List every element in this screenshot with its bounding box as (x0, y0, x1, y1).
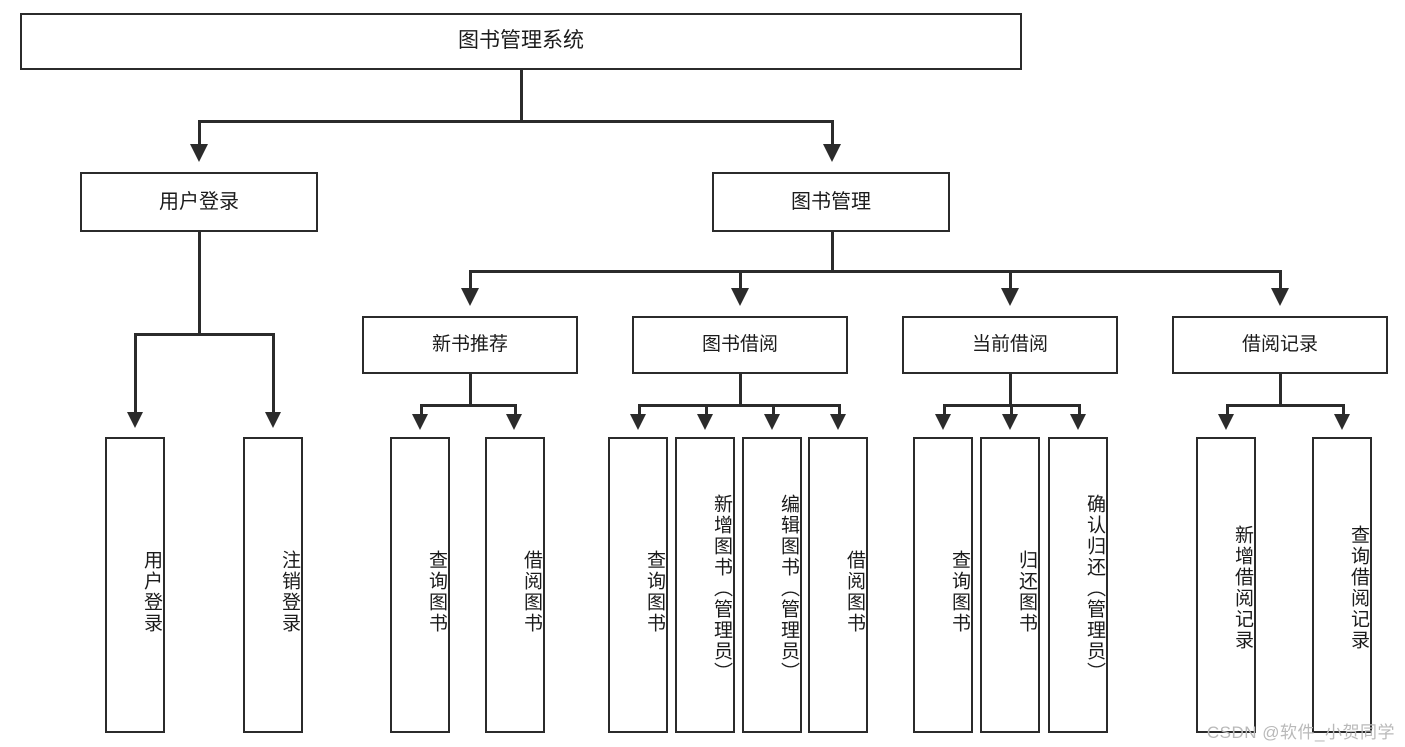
arrow-to-leaf-logout (265, 412, 281, 428)
connector-book-manage-drop-1 (469, 270, 472, 290)
arrow-to-leaf-record-query (1334, 414, 1350, 430)
leaf-borrow-query-book[interactable]: 查询图书 (608, 437, 668, 733)
connector-borrow-drop-3 (772, 404, 775, 416)
connector-current-stem (1009, 374, 1012, 406)
node-label: 借阅图书 (844, 550, 865, 634)
connector-book-manage-drop-3 (1009, 270, 1012, 290)
node-label: 查询图书 (644, 550, 665, 634)
node-label: 查询图书 (949, 550, 970, 634)
leaf-current-query-book[interactable]: 查询图书 (913, 437, 973, 733)
connector-record-stem (1279, 374, 1282, 406)
arrow-to-leaf-borrow-edit (764, 414, 780, 430)
node-label: 编辑图书（管理员） (778, 493, 799, 683)
node-new-book-recommend[interactable]: 新书推荐 (362, 316, 578, 374)
node-current-borrow[interactable]: 当前借阅 (902, 316, 1118, 374)
connector-book-manage-drop-2 (739, 270, 742, 290)
leaf-current-confirm-return-admin[interactable]: 确认归还（管理员） (1048, 437, 1108, 733)
arrow-to-borrow-record (1271, 288, 1289, 306)
node-book-manage[interactable]: 图书管理 (712, 172, 950, 232)
connector-root-drop-2 (831, 120, 834, 146)
arrow-to-user-login (190, 144, 208, 162)
leaf-recommend-borrow-book[interactable]: 借阅图书 (485, 437, 545, 733)
watermark-text: CSDN @软件_小贺同学 (1206, 723, 1395, 742)
connector-book-manage-bus (469, 270, 1281, 273)
node-label: 查询图书 (426, 550, 447, 634)
connector-borrow-drop-1 (638, 404, 641, 416)
connector-borrow-stem (739, 374, 742, 406)
arrow-to-book-borrow (731, 288, 749, 306)
node-label: 借阅图书 (521, 550, 542, 634)
leaf-current-return-book[interactable]: 归还图书 (980, 437, 1040, 733)
connector-record-bus (1226, 404, 1342, 407)
node-label: 借阅记录 (1241, 334, 1318, 356)
connector-recommend-drop-2 (514, 404, 517, 416)
arrow-to-leaf-record-add (1218, 414, 1234, 430)
connector-current-drop-3 (1078, 404, 1081, 416)
arrow-to-leaf-borrow-add (697, 414, 713, 430)
connector-user-login-drop-1 (134, 333, 137, 414)
node-label: 新增图书（管理员） (711, 493, 732, 683)
arrow-to-leaf-recommend-borrow (506, 414, 522, 430)
connector-book-manage-drop-4 (1279, 270, 1282, 290)
node-label: 注销登录 (279, 550, 300, 634)
leaf-borrow-edit-book-admin[interactable]: 编辑图书（管理员） (742, 437, 802, 733)
node-book-borrow[interactable]: 图书借阅 (632, 316, 848, 374)
arrow-to-leaf-borrow-query (630, 414, 646, 430)
arrow-to-leaf-current-return (1002, 414, 1018, 430)
connector-root-bus (198, 120, 834, 123)
arrow-to-new-book-recommend (461, 288, 479, 306)
arrow-to-current-borrow (1001, 288, 1019, 306)
connector-record-drop-2 (1342, 404, 1345, 416)
connector-root-drop-1 (198, 120, 201, 146)
node-label: 查询借阅记录 (1348, 525, 1369, 651)
arrow-to-leaf-recommend-query (412, 414, 428, 430)
node-borrow-record[interactable]: 借阅记录 (1172, 316, 1388, 374)
node-label: 新书推荐 (431, 334, 508, 356)
arrow-to-leaf-current-query (935, 414, 951, 430)
node-label: 图书管理 (791, 190, 871, 213)
connector-borrow-drop-4 (838, 404, 841, 416)
node-label: 图书管理系统 (458, 29, 584, 53)
connector-current-drop-2 (1010, 404, 1013, 416)
arrow-to-book-manage (823, 144, 841, 162)
leaf-borrow-add-book-admin[interactable]: 新增图书（管理员） (675, 437, 735, 733)
arrow-to-leaf-user-login (127, 412, 143, 428)
connector-root-stem (520, 70, 523, 122)
arrow-to-leaf-borrow-lend (830, 414, 846, 430)
node-label: 图书借阅 (701, 334, 778, 356)
connector-user-login-drop-2 (272, 333, 275, 414)
connector-book-manage-stem (831, 232, 834, 272)
node-label: 新增借阅记录 (1232, 525, 1253, 651)
connector-user-login-stem (198, 232, 201, 335)
node-root-system[interactable]: 图书管理系统 (20, 13, 1022, 70)
node-label: 确认归还（管理员） (1084, 493, 1105, 683)
node-label: 当前借阅 (971, 334, 1048, 356)
leaf-borrow-lend-book[interactable]: 借阅图书 (808, 437, 868, 733)
connector-borrow-bus (638, 404, 838, 407)
node-label: 归还图书 (1016, 550, 1037, 634)
connector-recommend-stem (469, 374, 472, 406)
leaf-record-add[interactable]: 新增借阅记录 (1196, 437, 1256, 733)
node-user-login[interactable]: 用户登录 (80, 172, 318, 232)
connector-borrow-drop-2 (705, 404, 708, 416)
node-label: 用户登录 (159, 190, 239, 213)
connector-recommend-drop-1 (420, 404, 423, 416)
node-label: 用户登录 (141, 550, 162, 634)
connector-recommend-bus (420, 404, 516, 407)
connector-record-drop-1 (1226, 404, 1229, 416)
arrow-to-leaf-current-confirm (1070, 414, 1086, 430)
leaf-logout[interactable]: 注销登录 (243, 437, 303, 733)
leaf-recommend-query-book[interactable]: 查询图书 (390, 437, 450, 733)
connector-current-drop-1 (943, 404, 946, 416)
connector-user-login-bus (134, 333, 275, 336)
leaf-record-query[interactable]: 查询借阅记录 (1312, 437, 1372, 733)
leaf-user-login[interactable]: 用户登录 (105, 437, 165, 733)
